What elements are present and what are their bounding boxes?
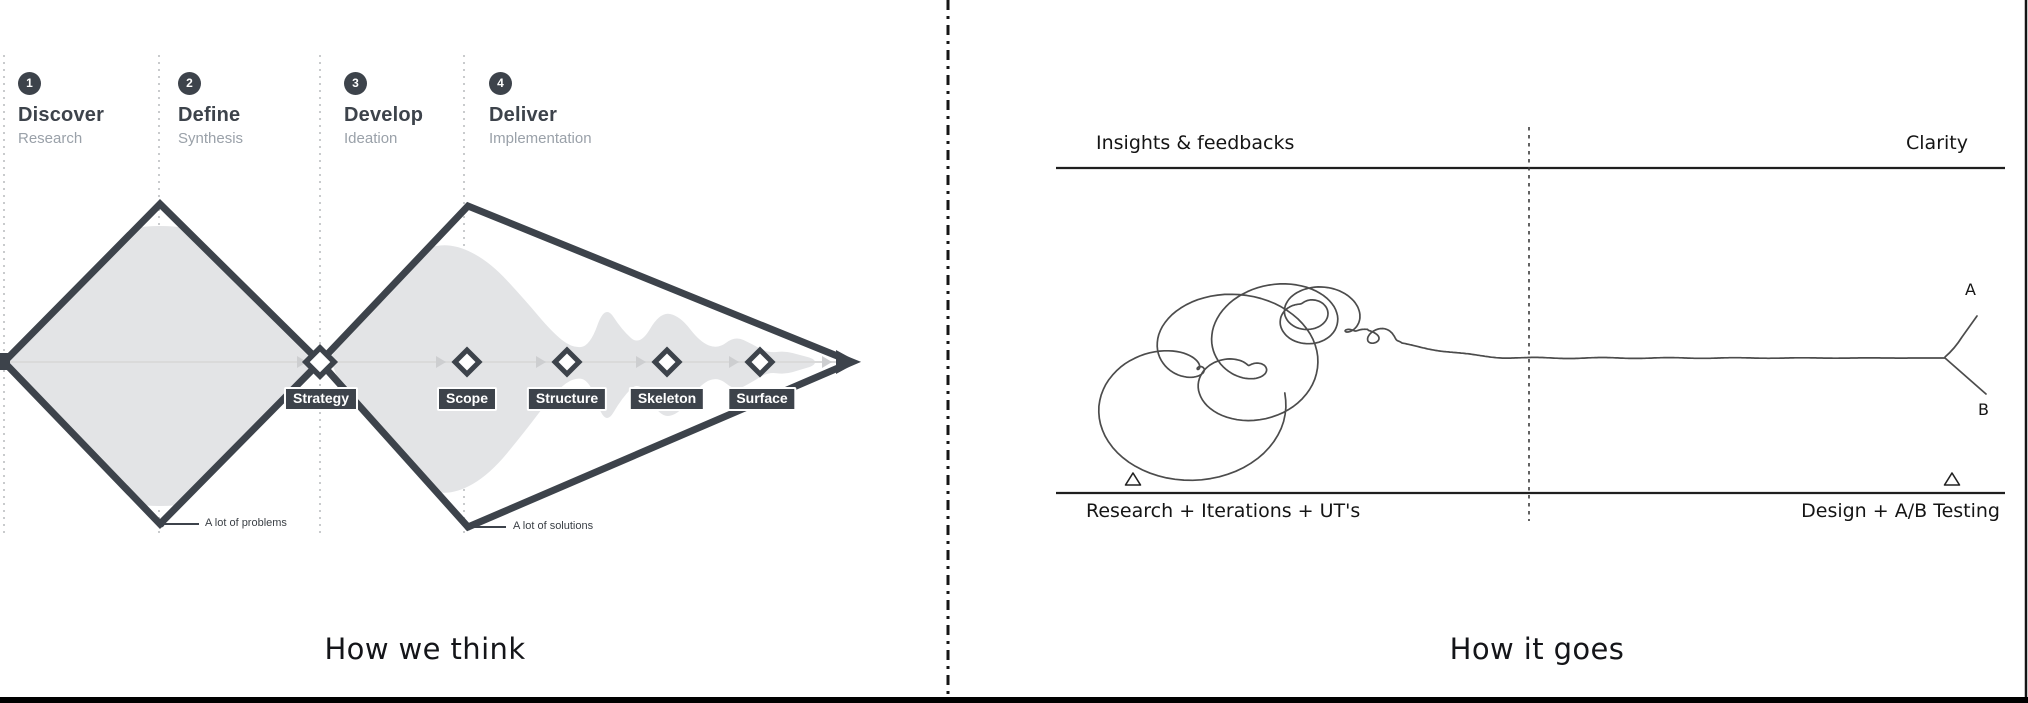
branch-b-label: B bbox=[1978, 400, 1989, 419]
start-node bbox=[0, 353, 10, 370]
branch-a-line bbox=[1944, 315, 1978, 358]
delivery-arrow-tip bbox=[836, 350, 858, 374]
badge-scope: Scope bbox=[436, 387, 498, 411]
triangle-marker-right bbox=[1943, 472, 1961, 486]
phase-develop: 3 Develop Ideation bbox=[344, 72, 423, 147]
badge-skeleton: Skeleton bbox=[628, 387, 706, 411]
phase-name: Define bbox=[178, 104, 241, 126]
phase-define: 2 Define Synthesis bbox=[178, 72, 243, 147]
phase-deliver: 4 Deliver Implementation bbox=[489, 72, 592, 147]
insights-label: Insights & feedbacks bbox=[1096, 132, 1295, 154]
badge-surface: Surface bbox=[727, 387, 797, 411]
milestone-triangles bbox=[1124, 472, 1961, 486]
phase-number-badge: 3 bbox=[344, 72, 367, 95]
double-diamond-figure bbox=[0, 55, 862, 538]
branch-b-line bbox=[1944, 357, 1987, 395]
research-iterations-label: Research + Iterations + UT's bbox=[1086, 500, 1361, 522]
messy-process-scribble bbox=[1097, 283, 1987, 482]
clarity-label: Clarity bbox=[1906, 132, 1968, 154]
phase-number-badge: 1 bbox=[18, 72, 41, 95]
problems-note: A lot of problems bbox=[205, 517, 287, 529]
right-caption: How it goes bbox=[1449, 632, 1625, 666]
phase-name: Discover bbox=[18, 104, 105, 126]
badge-structure: Structure bbox=[526, 387, 608, 411]
phase-name: Deliver bbox=[489, 104, 558, 126]
phase-name: Develop bbox=[344, 104, 424, 126]
problem-space-blob bbox=[8, 226, 312, 506]
phase-number-badge: 2 bbox=[178, 72, 201, 95]
left-caption: How we think bbox=[324, 632, 526, 666]
triangle-marker-left bbox=[1124, 472, 1142, 486]
design-ab-testing-label: Design + A/B Testing bbox=[1801, 500, 2000, 522]
phase-subtitle: Implementation bbox=[489, 130, 592, 147]
branch-a-label: A bbox=[1965, 280, 1976, 299]
solutions-note: A lot of solutions bbox=[513, 520, 594, 532]
phase-subtitle: Research bbox=[18, 130, 83, 147]
bottom-edge-bar bbox=[0, 697, 2028, 703]
phase-discover: 1 Discover Research bbox=[18, 72, 104, 147]
badge-strategy: Strategy bbox=[283, 387, 359, 411]
scribble-line bbox=[1097, 283, 1946, 482]
stage-nodes bbox=[301, 343, 776, 381]
annotation-leaders bbox=[157, 520, 506, 531]
phase-number-badge: 4 bbox=[489, 72, 512, 95]
phase-subtitle: Synthesis bbox=[178, 130, 244, 147]
phase-subtitle: Ideation bbox=[344, 130, 398, 147]
